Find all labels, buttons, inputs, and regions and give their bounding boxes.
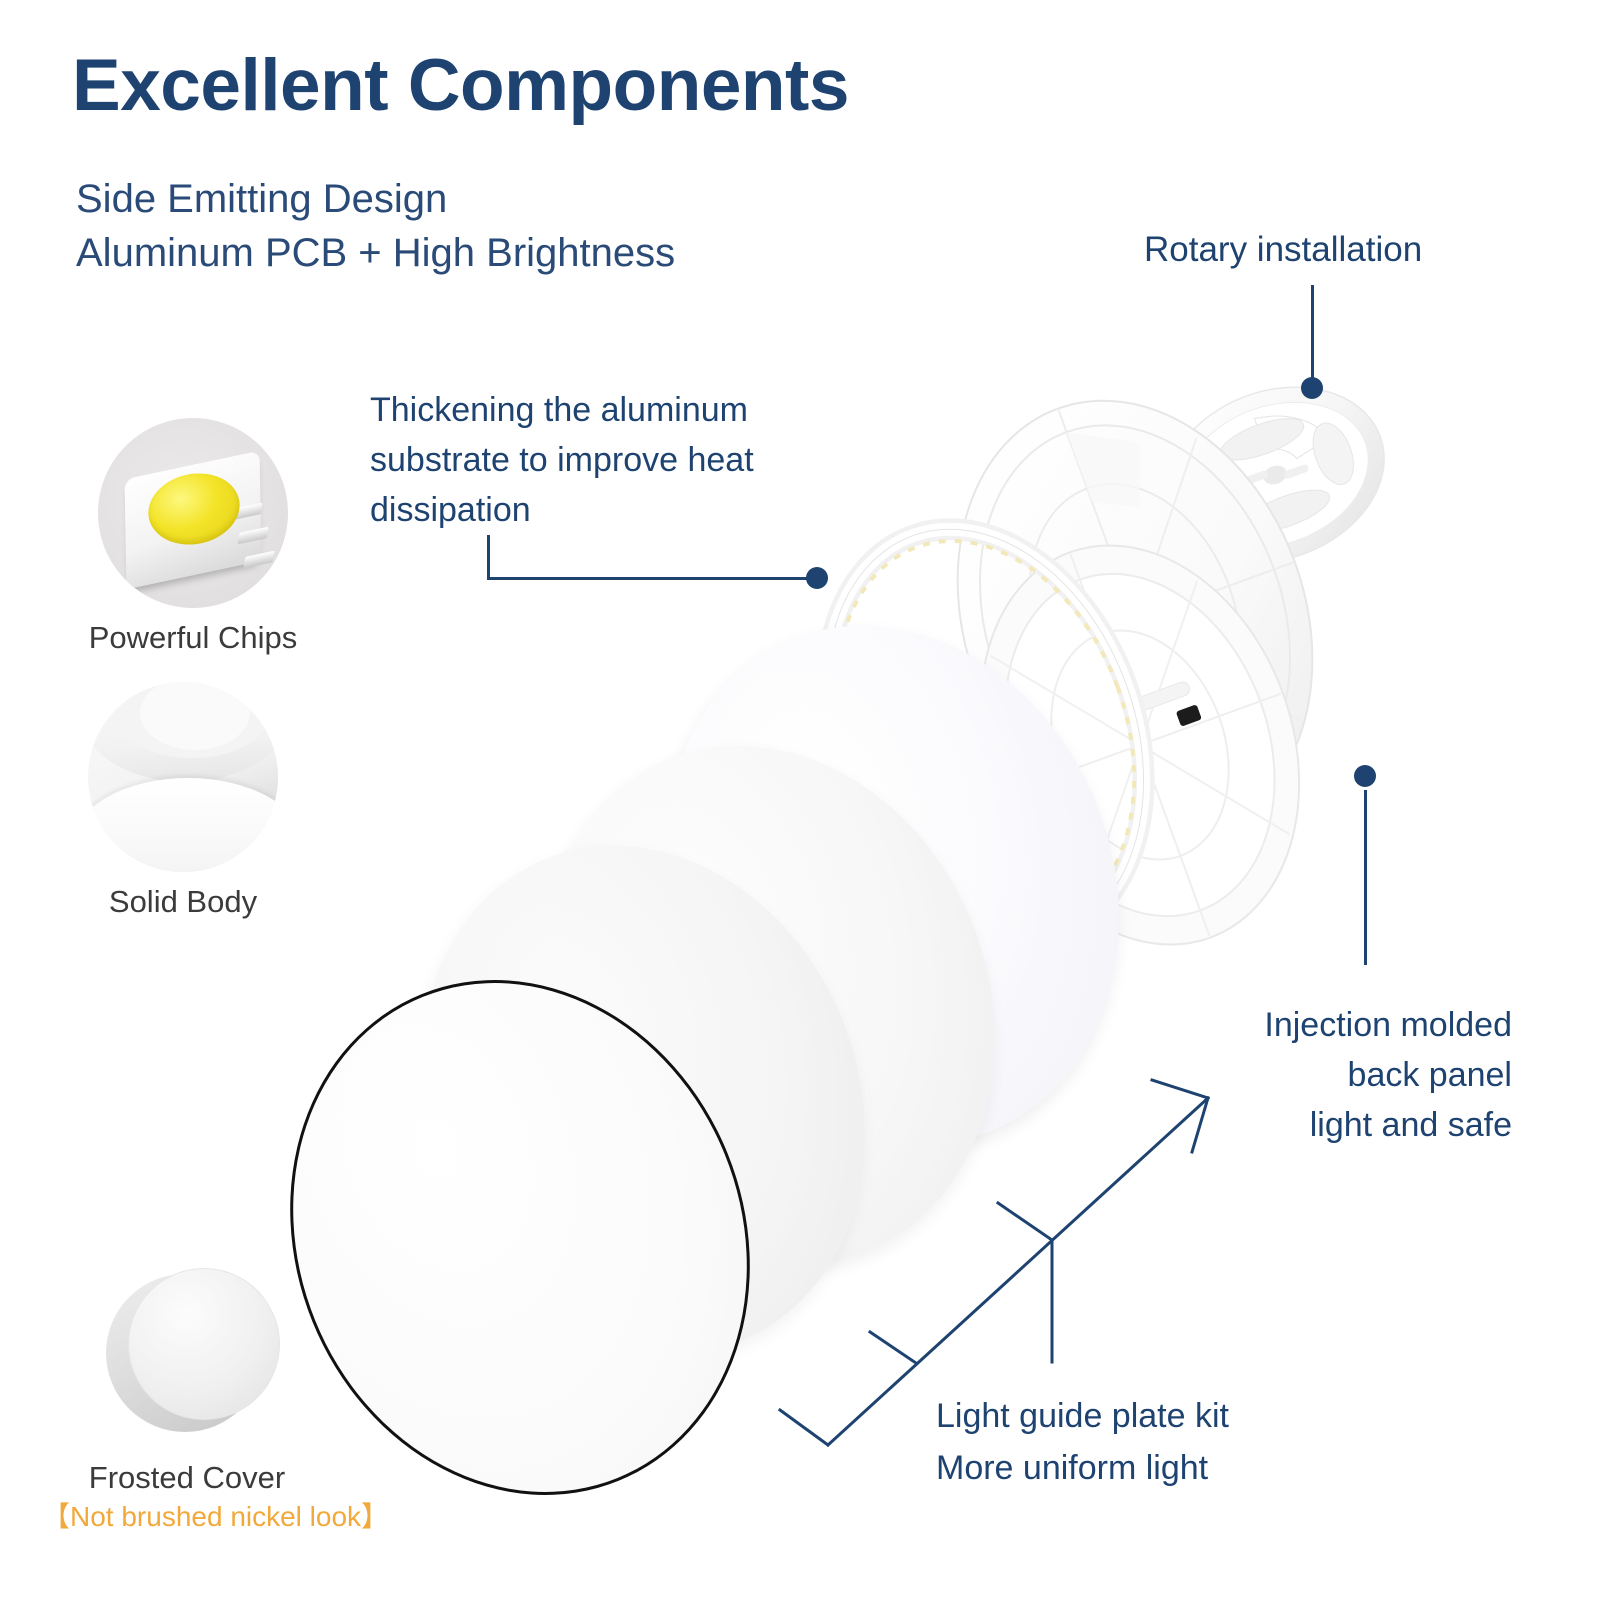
body-rib-2 [140,682,250,750]
feature-powerful-chips: Powerful Chips [48,418,338,658]
leader-line-rotary [1311,285,1314,385]
callout-rotary-installation: Rotary installation [1144,230,1423,269]
led-chip-icon [98,418,288,608]
light-guide-plate-bracket [777,1078,1211,1448]
feature-frosted-cover: Frosted Cover 【Not brushed nickel look】 [42,1258,390,1536]
leader-line-injection [1364,790,1367,965]
frosted-cover-icon [92,1258,282,1448]
solid-body-icon [88,682,278,872]
feature-sublabel-warning: 【Not brushed nickel look】 [42,1501,390,1532]
feature-label: Frosted Cover [88,1460,286,1495]
leader-line-thickening-vertical [487,535,490,580]
leader-dot-rotary [1301,377,1323,399]
page-title: Excellent Components [72,45,849,126]
callout-thickening-substrate: Thickening the aluminum substrate to imp… [370,391,754,529]
callout-light-guide-plate: Light guide plate kit More uniform light [936,1397,1229,1487]
callout-injection-molded: Injection molded back panel light and sa… [1264,1006,1512,1144]
cover-front-disc [128,1268,280,1420]
body-band [88,778,278,872]
page-subtitle: Side Emitting Design Aluminum PCB + High… [76,177,676,275]
leader-line-thickening-horizontal [487,577,818,580]
leader-dot-thickening [806,567,828,589]
feature-solid-body: Solid Body [38,682,328,922]
feature-label: Powerful Chips [88,620,298,655]
feature-label: Solid Body [108,884,258,919]
leader-dot-injection [1354,765,1376,787]
